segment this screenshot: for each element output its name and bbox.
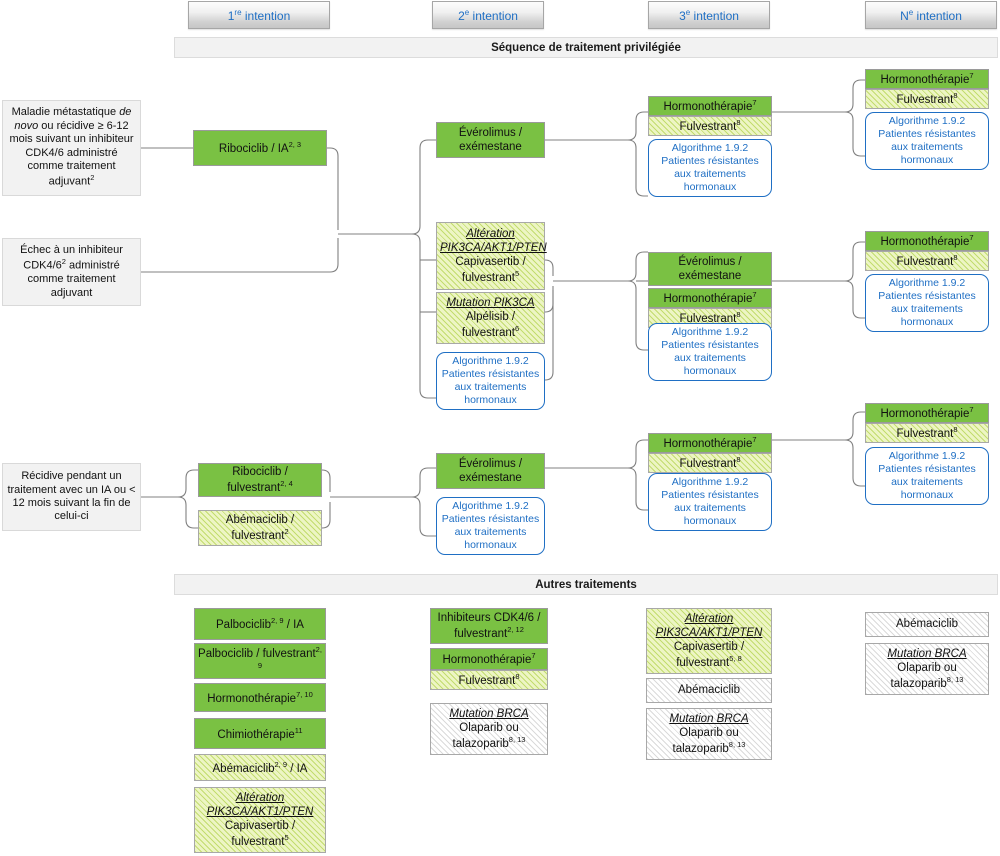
node-everolimus-exemestane-r2: Évérolimus / exémestane <box>648 252 772 286</box>
node-everolimus-exemestane-r3: Évérolimus / exémestane <box>436 453 545 489</box>
link-algorithme-192-r1c3[interactable]: Algorithme 1.9.2 Patientes résistantes a… <box>648 139 772 197</box>
node-fulvestrant-r2c4: Fulvestrant8 <box>865 251 989 271</box>
node-fulvestrant-r3: Fulvestrant8 <box>648 453 772 473</box>
entry-cdk46-failure: Échec à un inhibiteur CDK4/62 administré… <box>2 238 141 306</box>
other-mutation-brca-c4: Mutation BRCA Olaparib ou talazoparib8, … <box>865 643 989 695</box>
node-mutation-pik3ca-alpelisib: Mutation PIK3CA Alpélisib / fulvestrant6 <box>436 292 545 344</box>
tab-ne-intention-label: Ne intention <box>900 7 962 23</box>
other-abemaciclib-ia: Abémaciclib2, 9 / IA <box>194 754 326 781</box>
node-ribociclib-ia: Ribociclib / IA2, 3 <box>193 130 327 166</box>
other-hormonotherapie-c2: Hormonothérapie7 <box>430 648 548 670</box>
section-header-other-treatments: Autres traitements <box>174 574 998 595</box>
link-algorithme-192-r2c2[interactable]: Algorithme 1.9.2 Patientes résistantes a… <box>436 352 545 410</box>
entry-relapse-ai: Récidive pendant un traitement avec un I… <box>2 463 141 531</box>
tab-1re-intention-label: 1re intention <box>227 7 291 23</box>
node-hormonotherapie-r2c4: Hormonothérapie7 <box>865 231 989 251</box>
other-hormonotherapie: Hormonothérapie7, 10 <box>194 683 326 712</box>
node-fulvestrant-r1: Fulvestrant8 <box>648 116 772 136</box>
link-algorithme-192-r2c3[interactable]: Algorithme 1.9.2 Patientes résistantes a… <box>648 323 772 381</box>
section-header-preferred-sequence: Séquence de traitement privilégiée <box>174 37 998 58</box>
link-algorithme-192-r1c4[interactable]: Algorithme 1.9.2 Patientes résistantes a… <box>865 112 989 170</box>
node-alteration-pik3ca-capivasertib: Altération PIK3CA/AKT1/PTEN Capivasertib… <box>436 222 547 290</box>
node-hormonotherapie-r1c4: Hormonothérapie7 <box>865 69 989 89</box>
entry-metastatic-de-novo: Maladie métastatique de novo ou récidive… <box>2 100 141 196</box>
other-chimiotherapie: Chimiothérapie11 <box>194 718 326 749</box>
tab-2e-intention[interactable]: 2e intention <box>432 1 544 29</box>
node-abemaciclib-fulvestrant: Abémaciclib / fulvestrant2 <box>198 510 322 546</box>
tab-3e-intention-label: 3e intention <box>679 7 739 23</box>
node-everolimus-exemestane-r1: Évérolimus / exémestane <box>436 122 545 158</box>
node-ribociclib-fulvestrant: Ribociclib / fulvestrant2, 4 <box>198 463 322 497</box>
other-abemaciclib-c3: Abémaciclib <box>646 678 772 703</box>
tab-1re-intention[interactable]: 1re intention <box>188 1 330 29</box>
other-alteration-pik3ca-capivasertib-c3: Altération PIK3CA/AKT1/PTEN Capivasertib… <box>646 608 772 674</box>
tab-3e-intention[interactable]: 3e intention <box>648 1 770 29</box>
node-hormonotherapie-r3c4: Hormonothérapie7 <box>865 403 989 423</box>
tab-ne-intention[interactable]: Ne intention <box>865 1 997 29</box>
other-mutation-brca-c3: Mutation BRCA Olaparib ou talazoparib8, … <box>646 708 772 760</box>
node-hormonotherapie-r3: Hormonothérapie7 <box>648 433 772 453</box>
link-algorithme-192-r3c4[interactable]: Algorithme 1.9.2 Patientes résistantes a… <box>865 447 989 505</box>
other-abemaciclib-c4: Abémaciclib <box>865 612 989 637</box>
other-inhibiteurs-cdk46-fulvestrant: Inhibiteurs CDK4/6 / fulvestrant2, 12 <box>430 608 548 644</box>
other-alteration-pik3ca-capivasertib: Altération PIK3CA/AKT1/PTEN Capivasertib… <box>194 787 326 853</box>
node-fulvestrant-r1c4: Fulvestrant8 <box>865 89 989 109</box>
other-mutation-brca-c2: Mutation BRCA Olaparib ou talazoparib8, … <box>430 703 548 755</box>
node-hormonotherapie-r1: Hormonothérapie7 <box>648 96 772 116</box>
node-fulvestrant-r3c4: Fulvestrant8 <box>865 423 989 443</box>
other-fulvestrant-c2: Fulvestrant8 <box>430 670 548 690</box>
node-hormonotherapie-r2: Hormonothérapie7 <box>648 288 772 308</box>
link-algorithme-192-r3c2[interactable]: Algorithme 1.9.2 Patientes résistantes a… <box>436 497 545 555</box>
link-algorithme-192-r2c4[interactable]: Algorithme 1.9.2 Patientes résistantes a… <box>865 274 989 332</box>
link-algorithme-192-r3c3[interactable]: Algorithme 1.9.2 Patientes résistantes a… <box>648 473 772 531</box>
other-palbociclib-ia: Palbociclib2, 9 / IA <box>194 608 326 640</box>
other-palbociclib-fulvestrant: Palbociclib / fulvestrant2, 9 <box>194 643 326 679</box>
tab-2e-intention-label: 2e intention <box>458 7 518 23</box>
